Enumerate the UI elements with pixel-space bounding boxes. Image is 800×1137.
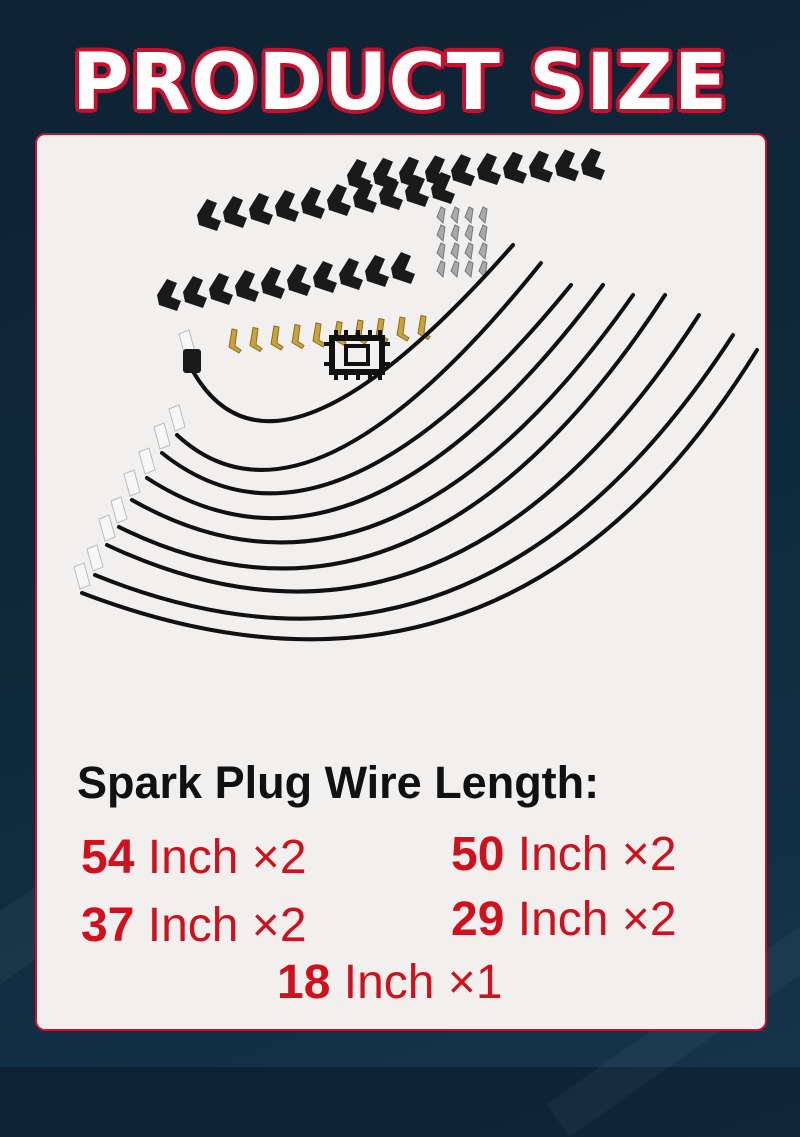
wire-separator-icon [324,330,390,380]
spark-plug-wire [160,283,573,496]
page-title: PRODUCT SIZE [71,38,729,128]
terminal-clip-icon [450,224,460,243]
terminal-clip-icon [450,206,460,225]
spark-plug-boot-icon [287,264,311,296]
terminal-clip-icon [312,322,326,348]
spark-plug-boot-icon [197,199,221,231]
wire-length-heading: Spark Plug Wire Length: [77,757,600,808]
length-unit: Inch ×2 [517,893,677,946]
spark-plug-boot-icon [98,514,116,542]
length-item-54: 54 Inch ×2 [81,828,307,888]
spark-plug-wire [105,313,701,594]
spark-plug-boot-icon [529,150,553,183]
terminal-clip-icon [464,206,474,225]
product-panel: Spark Plug Wire Length: 54 Inch ×2 50 In… [35,133,767,1031]
spark-plug-boot-icon [451,154,475,187]
terminal-clip-icon [291,323,305,350]
terminal-clip-icon [396,316,410,342]
spark-plug-boot-icon [110,496,128,524]
length-item-50: 50 Inch ×2 [451,825,677,885]
product-illustration [73,148,759,642]
length-item-37: 37 Inch ×2 [81,896,307,956]
spark-plug-boot-icon [261,267,285,299]
length-value: 54 [81,831,135,884]
terminal-clip-icon [464,224,474,243]
length-unit: Inch ×2 [147,899,307,952]
spark-plug-boot-icon [301,187,325,219]
length-value: 18 [277,956,331,1009]
terminal-clip-icon [450,260,460,279]
length-value: 29 [451,893,505,946]
spark-plug-boot-icon [168,404,186,432]
spark-plug-boot-icon [183,276,207,308]
spark-plug-boot-icon [477,153,501,185]
spark-plug-boot-icon [249,193,273,225]
spark-plug-wires [80,243,759,642]
spark-plug-boot-icon [555,149,579,182]
spark-plug-boot-icon [138,447,156,475]
length-item-18: 18 Inch ×1 [277,953,503,1013]
length-unit: Inch ×1 [343,956,503,1009]
spark-plug-wire [80,348,759,642]
terminal-clip-icon [464,260,474,279]
terminal-clip-icon [228,328,242,354]
terminal-clip-icon [249,326,263,353]
spark-plug-boot-icon [209,273,233,305]
spark-plug-wire [185,243,515,423]
spark-plug-boot-icon [235,270,259,302]
plug-boot-ends [73,329,201,590]
terminal-clip-icon [478,224,488,243]
terminal-clip-icon [417,314,431,341]
terminal-clip-icon [450,242,460,261]
terminal-clip-icon [478,242,488,261]
spark-plug-boot-icon [86,544,104,572]
spark-plug-boot-icon [431,172,455,204]
spark-plug-wire [145,283,605,521]
spark-plug-boot-icon [327,184,351,216]
spark-plug-boot-icon [275,190,299,222]
silver-terminals [436,206,488,279]
terminal-clip-icon [436,242,446,261]
spark-plug-boot-icon [379,178,403,210]
spark-plug-wire [117,293,667,571]
spark-plug-boot-icon [581,148,605,181]
length-item-29: 29 Inch ×2 [451,890,677,950]
length-value: 37 [81,899,135,952]
spark-plug-boot-icon [313,261,337,293]
spark-plug-boot-icon [391,252,415,284]
spark-plug-boots [157,148,605,311]
spark-plug-wire [93,333,735,621]
terminal-clip-icon [464,242,474,261]
length-unit: Inch ×2 [147,831,307,884]
spark-plug-boot-icon [503,151,527,184]
length-value: 50 [451,828,505,881]
terminal-clip-icon [436,206,446,225]
spark-plug-wire [175,261,543,472]
length-unit: Inch ×2 [517,828,677,881]
spark-plug-boot-icon [339,258,363,290]
spark-plug-boot-icon [183,349,201,373]
terminal-clip-icon [478,206,488,225]
spark-plug-boot-icon [365,255,389,287]
spark-plug-boot-icon [405,175,429,207]
terminal-clip-icon [478,260,488,279]
spark-plug-boot-icon [157,279,181,311]
spark-plug-boot-icon [73,562,91,590]
terminal-clip-icon [436,224,446,243]
spark-plug-boot-icon [123,469,141,497]
spark-plug-boot-icon [353,181,377,213]
spark-plug-boot-icon [153,422,171,450]
spark-plug-boot-icon [223,196,247,228]
terminal-clip-icon [436,260,446,279]
terminal-clip-icon [270,325,284,351]
spark-plug-wire [130,293,635,545]
